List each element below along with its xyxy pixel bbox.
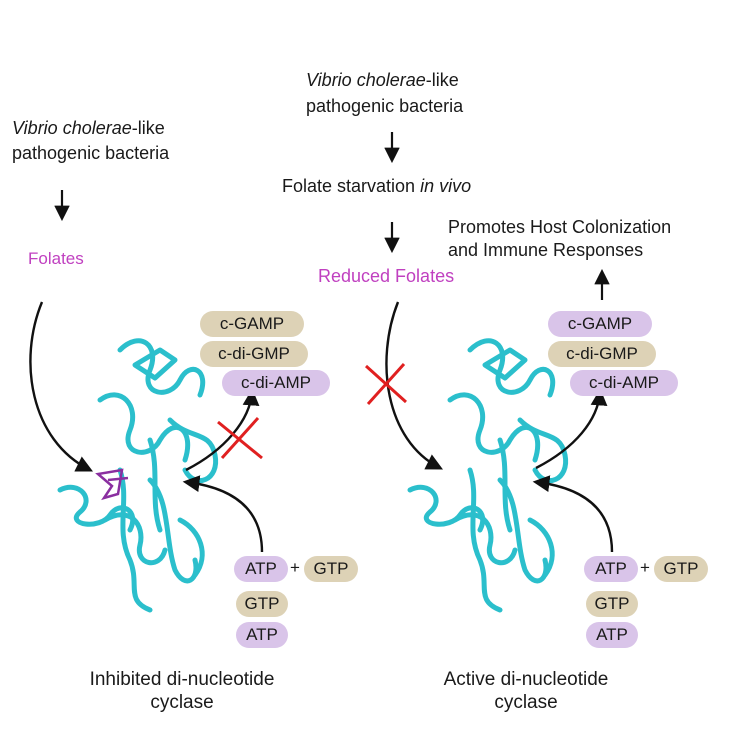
left-bacteria-italic: Vibrio cholerae xyxy=(12,118,132,138)
right-product-arrow xyxy=(535,388,608,470)
right-inhibition-x xyxy=(364,362,408,406)
left-atp-pill: ATP xyxy=(234,556,288,582)
right-product-cdigmp: c-di-GMP xyxy=(548,341,656,367)
right-plus: + xyxy=(640,558,650,577)
left-inhibition-x xyxy=(217,416,263,460)
left-product-cdigmp: c-di-GMP xyxy=(200,341,308,367)
left-gtp-pill: GTP xyxy=(304,556,358,582)
right-bacteria-line2: pathogenic bacteria xyxy=(306,96,464,116)
left-bacteria-suffix: -like xyxy=(131,118,165,138)
right-atp-single-pill: ATP xyxy=(586,622,638,648)
right-starvation-label: Folate starvation in vivo xyxy=(282,176,471,196)
right-gtp-pill: GTP xyxy=(654,556,708,582)
right-reduced-folates-label: Reduced Folates xyxy=(318,266,455,286)
left-bacteria-line1: Vibrio cholerae-like xyxy=(12,118,165,138)
right-gtp-single-pill: GTP xyxy=(586,591,638,617)
left-substrate-arrow xyxy=(182,475,264,553)
right-starvation-prefix: Folate starvation xyxy=(282,176,421,196)
left-ligand xyxy=(95,468,129,501)
left-product-arrow xyxy=(185,388,260,472)
right-protein-structure xyxy=(407,338,569,613)
left-atp-single-pill: ATP xyxy=(236,622,288,648)
left-folates-label: Folates xyxy=(28,249,84,268)
right-outcome-line1: Promotes Host Colonization xyxy=(448,217,672,237)
right-folates-arrow xyxy=(385,301,443,470)
left-product-cgamp: c-GAMP xyxy=(200,311,304,337)
right-product-cdiamp: c-di-AMP xyxy=(570,370,678,396)
left-caption-line1: Inhibited di-nucleotide xyxy=(89,669,275,690)
right-substrate-arrow xyxy=(532,475,614,553)
right-bacteria-suffix: -like xyxy=(425,70,459,90)
left-plus: + xyxy=(290,558,300,577)
left-protein-structure xyxy=(57,338,219,613)
right-atp-pill: ATP xyxy=(584,556,638,582)
right-product-cgamp: c-GAMP xyxy=(548,311,652,337)
right-starvation-italic: in vivo xyxy=(420,176,472,196)
right-bacteria-italic: Vibrio cholerae xyxy=(306,70,426,90)
right-bacteria-line1: Vibrio cholerae-like xyxy=(306,70,459,90)
right-caption-line1: Active di-nucleotide xyxy=(443,669,609,690)
left-product-cdiamp: c-di-AMP xyxy=(222,370,330,396)
left-caption-line2: cyclase xyxy=(150,692,214,713)
right-outcome-line2: and Immune Responses xyxy=(448,240,644,260)
left-bacteria-line2: pathogenic bacteria xyxy=(12,143,170,163)
left-folates-arrow xyxy=(29,301,94,472)
left-gtp-single-pill: GTP xyxy=(236,591,288,617)
right-caption-line2: cyclase xyxy=(494,692,558,713)
